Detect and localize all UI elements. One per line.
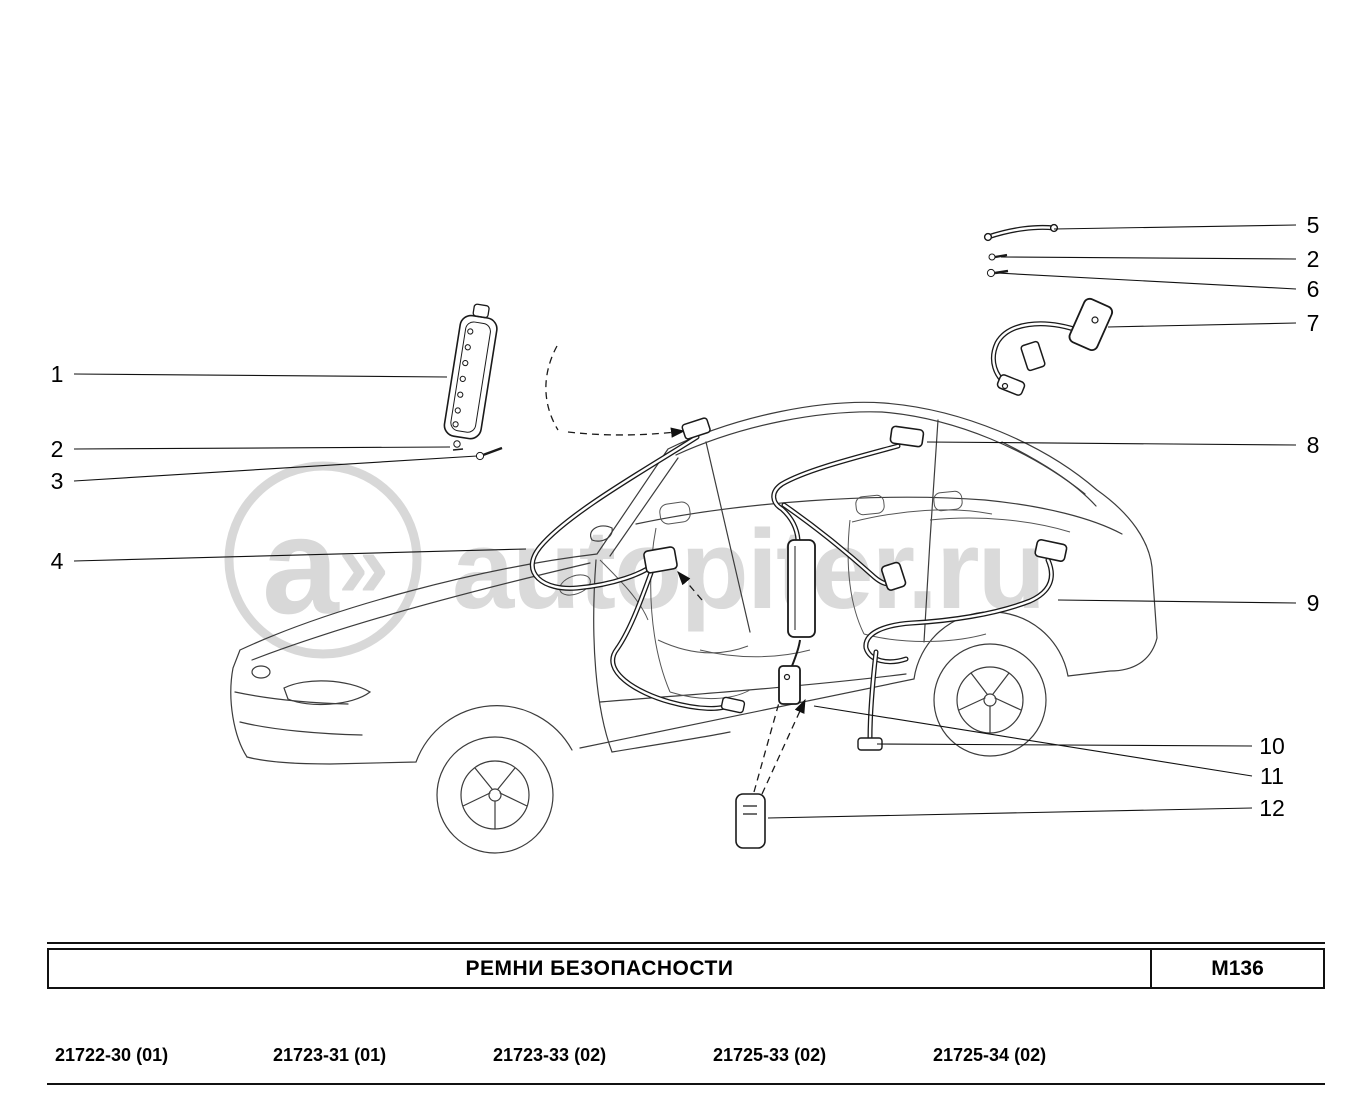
model-code-4: 21725-33 (02) [713,1045,827,1065]
callout-1: 1 [51,361,64,387]
screw-3-part [475,446,503,461]
footer-top-rule [47,942,1325,944]
diagram-title: РЕМНИ БЕЗОПАСНОСТИ [465,956,734,980]
diagram-code: M136 [1211,956,1264,980]
bolt-2-right-part [988,253,1008,261]
callout-2: 2 [51,436,64,462]
diagram-title-cell: РЕМНИ БЕЗОПАСНОСТИ [49,950,1152,987]
belt-retractor [643,546,678,574]
watermark-logo-letter: a [262,489,340,643]
rear-wheel [933,643,1047,757]
callout-5: 5 [1307,212,1320,238]
parts-diagram: a » autopiter.ru [51,212,1320,854]
callout-10: 10 [1259,733,1285,759]
watermark-logo-chevrons: » [338,515,389,617]
callout-6: 6 [1307,276,1320,302]
belt-top-anchor [1034,539,1068,562]
belt-floor-anchor [720,696,746,714]
front-wheel [436,736,554,854]
buckle-part [778,639,801,705]
footer-models-row: 21722-30 (01) 21723-31 (01) 21723-33 (02… [47,989,1325,1085]
diagram-code-cell: M136 [1152,950,1323,987]
callout-2b: 2 [1307,246,1320,272]
model-code-1: 21722-30 (01) [55,1045,169,1065]
belt-latch-plate [880,561,907,591]
car-body [230,401,1158,854]
label-tag-part [735,793,766,849]
callout-numbers: 1 2 3 4 5 2 6 7 8 9 10 11 12 [51,212,1320,821]
model-code-3: 21723-33 (02) [493,1045,607,1065]
watermark: a » autopiter.ru [224,461,1046,659]
footer-title-row: РЕМНИ БЕЗОПАСНОСТИ M136 [47,948,1325,989]
callout-11: 11 [1260,763,1284,789]
callout-9: 9 [1307,590,1320,616]
bolt-2-left-part [452,440,464,451]
belt-retractor-column [787,539,816,638]
rear-right-seat-belt [771,425,925,638]
rear-far-seat-belt [857,539,1068,751]
model-code-2: 21723-31 (01) [273,1045,387,1065]
model-code-5: 21725-34 (02) [933,1045,1047,1065]
callout-3: 3 [51,468,64,494]
belt-top-anchor [681,417,711,440]
bracket-5-part [983,223,1059,242]
pretensioner-part [443,303,498,440]
car-interior [559,490,1071,699]
watermark-text: autopiter.ru [452,507,1044,632]
rear-center-belt-part [991,297,1114,396]
callout-7: 7 [1307,310,1320,336]
front-seat-belt [529,417,746,714]
callout-4: 4 [51,548,64,574]
leader-lines [73,224,1297,819]
callout-12: 12 [1259,795,1285,821]
belt-top-anchor [889,425,925,448]
callout-8: 8 [1307,432,1320,458]
footer-table: РЕМНИ БЕЗОПАСНОСТИ M136 21722-30 (01) 21… [47,942,1325,1085]
